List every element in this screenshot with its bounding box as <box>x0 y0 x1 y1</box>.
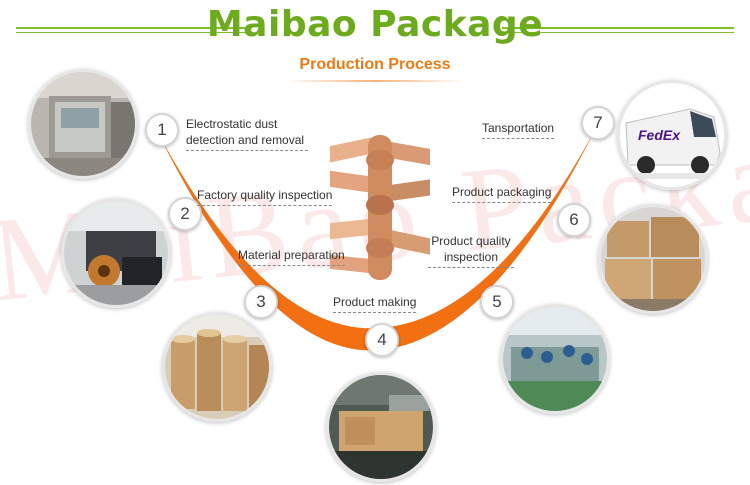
teamwork-hands-image <box>290 130 460 280</box>
photo-product-making <box>326 372 436 482</box>
step-label-7: Tansportation <box>482 120 555 139</box>
step-number-7: 7 <box>581 106 615 140</box>
photo-paper-rolls <box>162 312 272 422</box>
header-rule-left <box>16 27 248 29</box>
step-number-5: 5 <box>480 285 514 319</box>
step-label-4: Product making <box>333 294 417 313</box>
photo-inspection-machine <box>61 198 171 308</box>
header-rule-left-thin <box>16 32 248 33</box>
step-label-6: Product packaging <box>452 184 552 203</box>
photo-transportation-van: FedEx <box>617 80 727 190</box>
photo-product-packaging <box>598 204 708 314</box>
subtitle-underline <box>286 80 464 82</box>
step-label-2: Factory quality inspection <box>197 187 333 206</box>
step-label-5: Product quality inspection <box>428 233 514 268</box>
header-rule-right-thin <box>502 32 734 33</box>
step-number-6: 6 <box>557 203 591 237</box>
step-number-3: 3 <box>244 285 278 319</box>
step-label-1: Electrostatic dust detection and removal <box>186 116 308 151</box>
step-number-2: 2 <box>168 197 202 231</box>
page-subtitle: Production Process <box>299 56 451 73</box>
step-label-3: Material preparation <box>238 247 345 266</box>
photo-quality-inspection <box>500 304 610 414</box>
photo-dust-removal-room <box>28 69 138 179</box>
fedex-logo: FedEx <box>638 127 681 143</box>
step-number-4: 4 <box>365 323 399 357</box>
header-rule-right <box>502 27 734 29</box>
step-number-1: 1 <box>145 113 179 147</box>
page-title: Maibao Package <box>206 4 544 45</box>
